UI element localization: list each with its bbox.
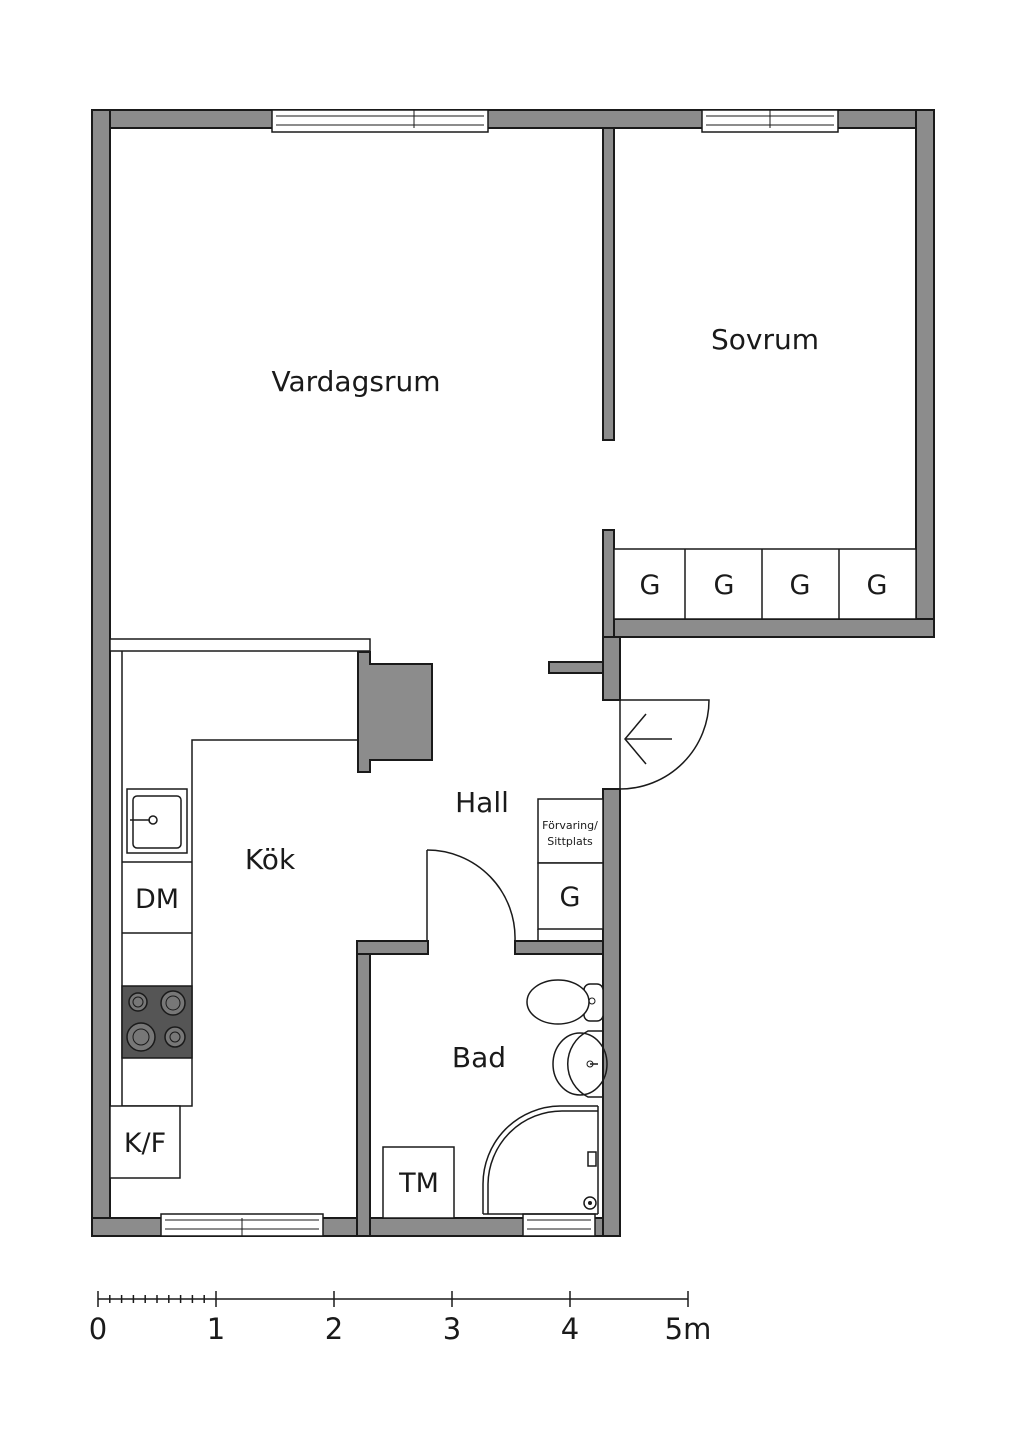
room-labels: Vardagsrum Sovrum Hall Kök Bad	[245, 323, 819, 1074]
kitchen-fixtures: DM K/F	[109, 788, 193, 1179]
kitchen-top-band	[109, 638, 371, 652]
wall-bath-top-left	[356, 940, 429, 955]
sink-icon	[126, 788, 188, 854]
wall-right-hall-upper	[602, 636, 621, 701]
toilet-icon	[526, 979, 604, 1025]
wall-bath-top-right	[514, 940, 604, 955]
scale-label-3: 3	[443, 1312, 461, 1346]
chimney	[357, 651, 433, 773]
room-label-hall: Hall	[455, 786, 509, 819]
wardrobe-label-4: G	[867, 570, 888, 601]
scale-label-1: 1	[207, 1312, 225, 1346]
scale-label-0: 0	[89, 1312, 107, 1346]
bath-door	[426, 849, 516, 942]
wardrobe-label-1: G	[640, 570, 661, 601]
wall-kitchen-bath	[356, 940, 371, 1237]
scale-label-4: 4	[561, 1312, 579, 1346]
windows	[160, 109, 839, 1237]
entry-arrow-icon	[624, 713, 672, 765]
washing-machine-label: TM	[398, 1168, 439, 1199]
room-label-bedroom: Sovrum	[711, 323, 819, 356]
scale-ticks	[97, 1291, 689, 1307]
wall-partition-upper	[602, 127, 615, 441]
walls	[91, 109, 935, 1237]
bedroom-wardrobes: G G G G	[613, 548, 917, 620]
wall-left	[91, 109, 111, 1237]
wall-right-hall-lower	[602, 788, 621, 1237]
shower-icon	[482, 1105, 599, 1215]
hall-storage-label-1: Förvaring/	[542, 819, 598, 832]
hall-storage: Förvaring/ Sittplats G	[537, 798, 604, 942]
hall-wardrobe-label: G	[560, 882, 581, 913]
wall-bedroom-bottom	[602, 618, 935, 638]
entry-door	[619, 699, 710, 790]
room-label-kitchen: Kök	[245, 843, 296, 876]
scale-bar: 0 1 2 3 4 5m	[89, 1291, 712, 1346]
scale-label-2: 2	[325, 1312, 343, 1346]
bath-fixtures: TM	[382, 979, 608, 1219]
dishwasher-label: DM	[135, 884, 179, 915]
window-living	[271, 109, 489, 133]
fridge-freezer	[109, 1105, 181, 1179]
stove-icon	[121, 985, 193, 1059]
room-label-bath: Bad	[452, 1041, 506, 1074]
washing-machine	[382, 1146, 455, 1219]
room-label-living: Vardagsrum	[272, 365, 441, 398]
wardrobe-label-2: G	[714, 570, 735, 601]
window-bath	[522, 1213, 596, 1237]
window-kitchen	[160, 1213, 324, 1237]
window-bedroom	[701, 109, 839, 133]
fridge-freezer-label: K/F	[124, 1128, 166, 1159]
wardrobe-label-3: G	[790, 570, 811, 601]
hall-storage-label-2: Sittplats	[547, 835, 593, 848]
washbasin-icon	[552, 1030, 608, 1098]
wall-right-bedroom	[915, 109, 935, 638]
scale-label-5m: 5m	[665, 1312, 712, 1346]
